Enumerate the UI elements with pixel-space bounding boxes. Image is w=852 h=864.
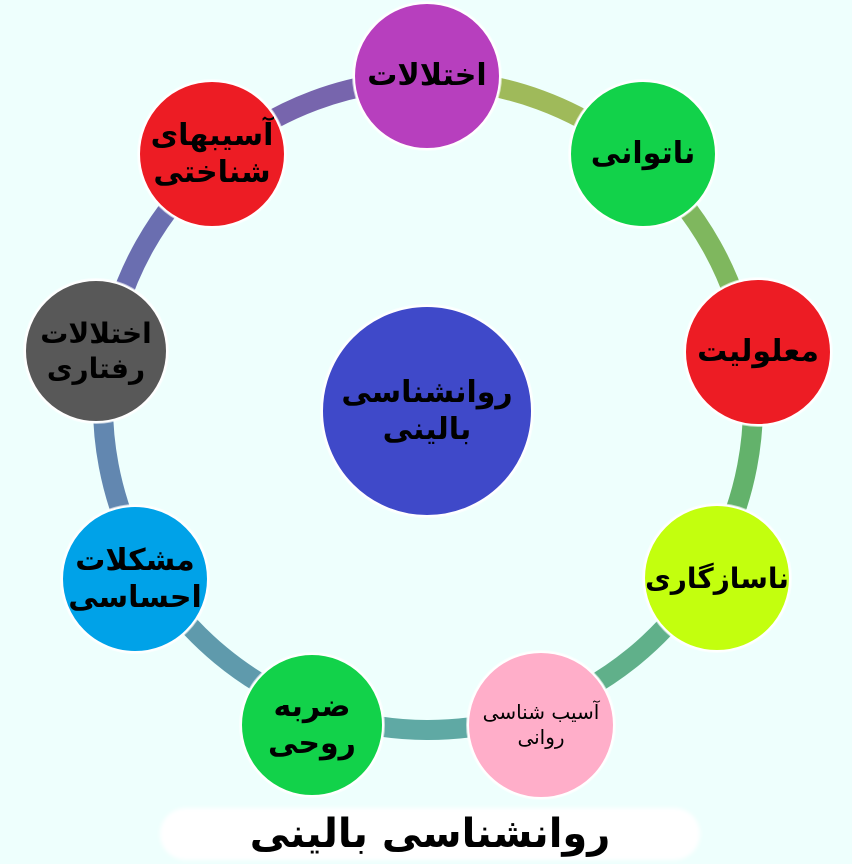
node-label: معلولیت [697, 334, 819, 370]
node-label: اختلالات رفتاری [40, 317, 152, 385]
node-trauma: ضربه روحی [240, 653, 384, 797]
node-psychopathology: آسیب شناسی روانی [467, 651, 615, 799]
node-emotional-problems: مشکلات احساسی [61, 505, 209, 653]
node-label: مشکلات احساسی [68, 542, 202, 616]
node-cognitive-damage: آسیبهای شناختی [138, 80, 286, 228]
center-node: روانشناسی بالینی [321, 305, 533, 517]
node-label: اختلالات [367, 58, 487, 94]
center-node-label: روانشناسی بالینی [341, 374, 513, 448]
node-disability: ناتوانی [569, 80, 717, 228]
node-label: ضربه روحی [268, 688, 356, 762]
node-behavioral-disorders: اختلالات رفتاری [24, 279, 168, 423]
node-label: ناسازگاری [645, 561, 789, 595]
caption: روانشناسی بالینی [249, 811, 611, 857]
node-label: آسیبهای شناختی [150, 117, 274, 191]
node-maladjustment: ناسازگاری [643, 504, 791, 652]
node-label: ناتوانی [590, 136, 696, 172]
node-disorders: اختلالات [353, 2, 501, 150]
node-handicap: معلولیت [684, 278, 832, 426]
caption-background [160, 808, 700, 860]
node-label: آسیب شناسی روانی [482, 700, 600, 749]
